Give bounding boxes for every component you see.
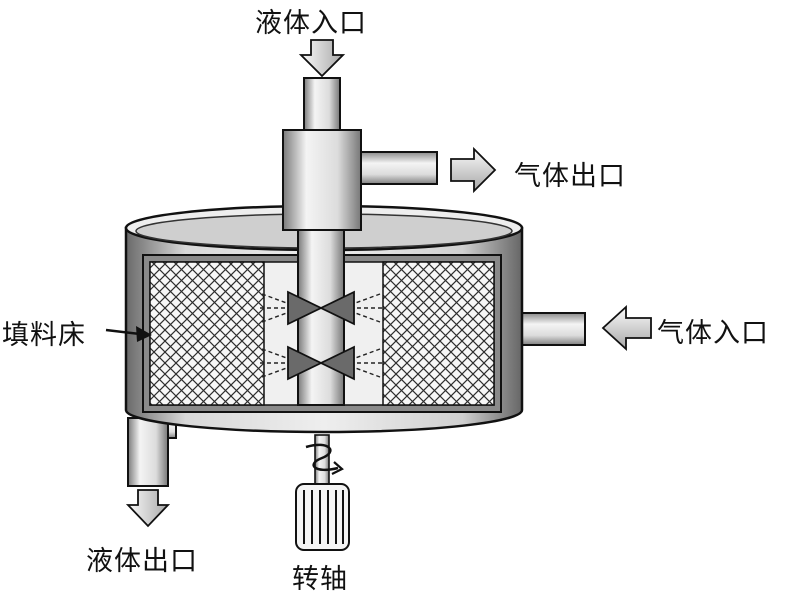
liquid-outlet-pipe (127, 417, 177, 487)
packed-bed-left (149, 261, 265, 406)
distributor-head (282, 129, 362, 231)
label-gas-outlet: 气体出口 (514, 161, 626, 192)
down-arrow-icon (298, 39, 346, 78)
label-packed-bed: 填料床 (2, 320, 86, 351)
down-arrow-icon (125, 489, 171, 528)
motor-icon (295, 483, 350, 551)
spray-lines (260, 293, 382, 378)
packed-bed-right (382, 261, 495, 406)
packed-bed-pointer (105, 326, 152, 342)
gas-outlet-pipe (360, 151, 438, 185)
label-gas-inlet: 气体入口 (657, 318, 769, 349)
label-liquid-outlet: 液体出口 (86, 546, 198, 577)
liquid-inlet-pipe (303, 77, 341, 131)
nozzle-icon (287, 290, 355, 381)
right-arrow-icon (450, 146, 497, 194)
spring-icon (305, 443, 339, 472)
left-arrow-icon (601, 304, 652, 352)
label-liquid-inlet: 液体入口 (255, 8, 367, 39)
label-rotating-shaft: 转轴 (292, 564, 348, 595)
